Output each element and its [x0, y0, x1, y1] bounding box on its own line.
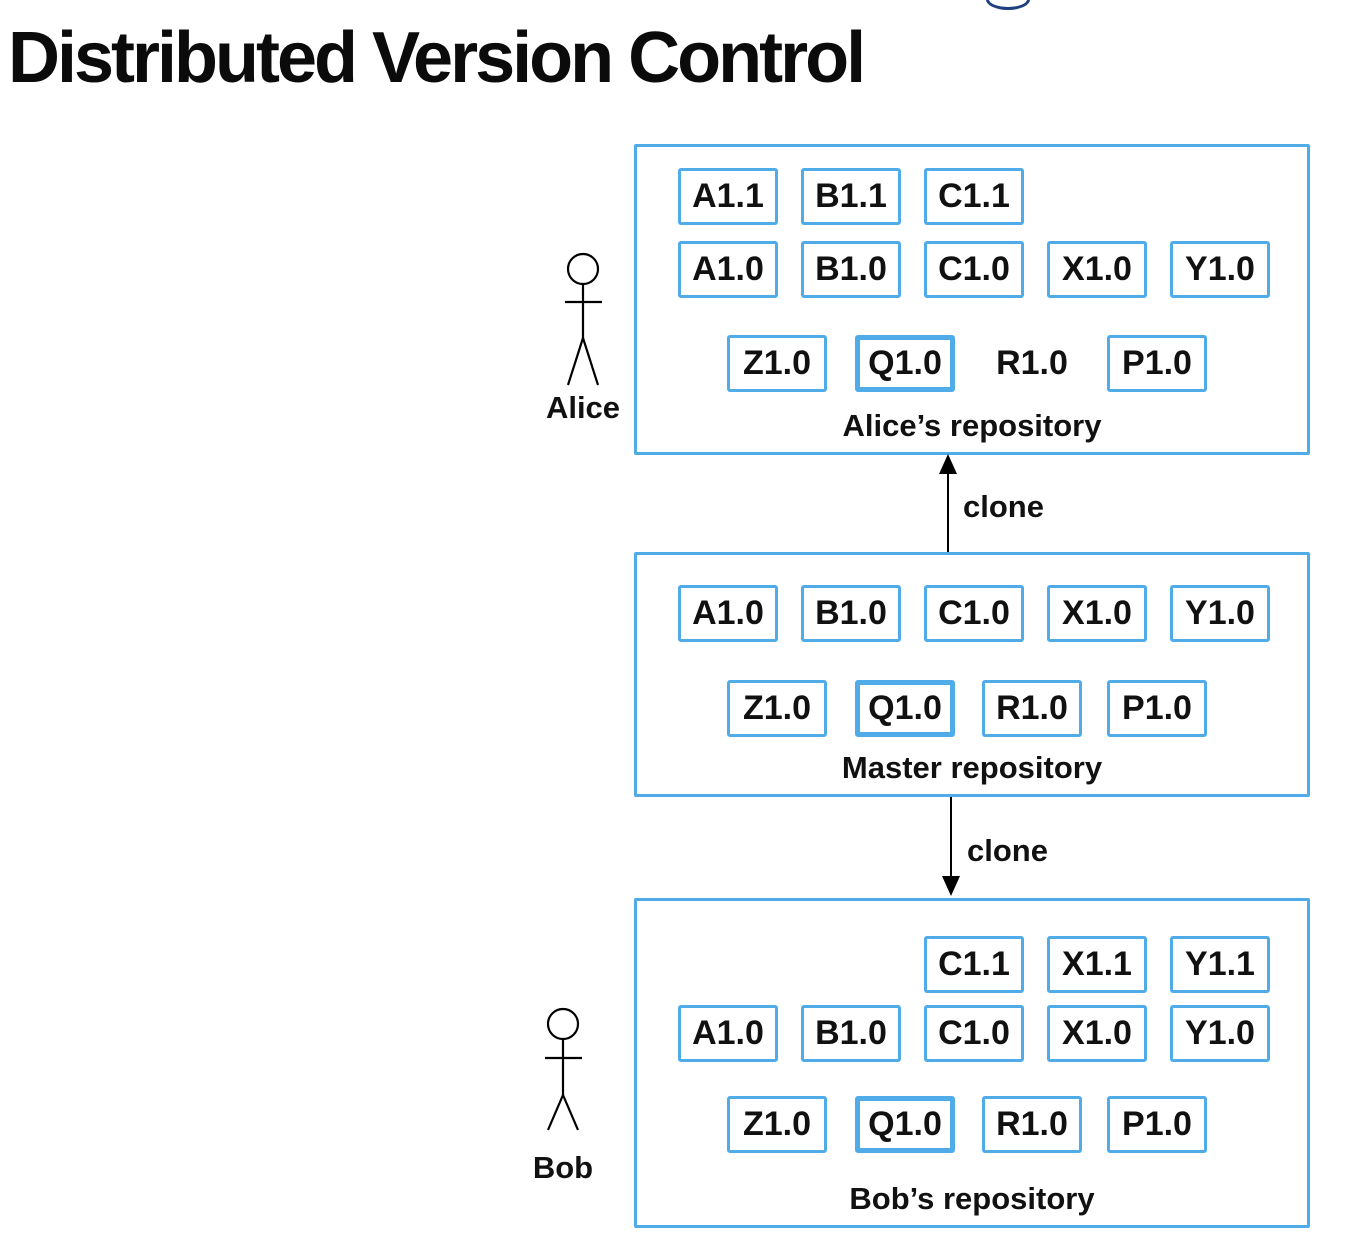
file-box-Y1.0-bob: Y1.0: [1170, 1005, 1270, 1062]
file-box-Z1.0-bob: Z1.0: [727, 1096, 827, 1153]
file-box-A1.0-alice: A1.0: [678, 241, 778, 298]
file-box-C1.0-bob: C1.0: [924, 1005, 1024, 1062]
file-box-C1.0-master: C1.0: [924, 585, 1024, 642]
file-box-B1.0-bob: B1.0: [801, 1005, 901, 1062]
file-box-X1.1-bob: X1.1: [1047, 936, 1147, 993]
clone-label-up: clone: [963, 489, 1044, 524]
alice-repository-label: Alice’s repository: [842, 408, 1102, 443]
alice-stick-figure-icon: [565, 252, 602, 386]
file-box-Z1.0-master: Z1.0: [727, 680, 827, 737]
file-box-R1.0-bob: R1.0: [982, 1096, 1082, 1153]
file-box-C1.1-bob: C1.1: [924, 936, 1024, 993]
bob-repository-label: Bob’s repository: [849, 1181, 1095, 1216]
file-box-A1.0-master: A1.0: [678, 585, 778, 642]
bob-stick-figure-icon: [545, 1007, 582, 1131]
file-box-A1.0-bob: A1.0: [678, 1005, 778, 1062]
clone-arrow-down-head-icon: [942, 876, 960, 896]
clone-arrow-up-line: [947, 471, 949, 552]
file-box-X1.0-master: X1.0: [1047, 585, 1147, 642]
master-repository-label: Master repository: [841, 750, 1103, 785]
file-box-B1.1-alice: B1.1: [801, 168, 901, 225]
file-box-Q1.0-master: Q1.0: [855, 680, 955, 737]
file-box-P1.0-bob: P1.0: [1107, 1096, 1207, 1153]
page-title: Distributed Version Control: [8, 18, 866, 98]
file-box-Q1.0-alice: Q1.0: [855, 335, 955, 392]
clone-arrow-down-line: [950, 797, 952, 878]
actor-label-bob: Bob: [532, 1150, 594, 1185]
clone-arrow-up-head-icon: [939, 454, 957, 474]
file-box-R1.0-master: R1.0: [982, 680, 1082, 737]
file-box-Y1.0-master: Y1.0: [1170, 585, 1270, 642]
file-box-X1.0-bob: X1.0: [1047, 1005, 1147, 1062]
file-box-A1.1-alice: A1.1: [678, 168, 778, 225]
file-box-Y1.0-alice: Y1.0: [1170, 241, 1270, 298]
file-box-P1.0-alice: P1.0: [1107, 335, 1207, 392]
file-box-Q1.0-bob: Q1.0: [855, 1096, 955, 1153]
file-box-B1.0-alice: B1.0: [801, 241, 901, 298]
file-box-X1.0-alice: X1.0: [1047, 241, 1147, 298]
file-box-R1.0-alice: R1.0: [996, 344, 1068, 382]
file-box-Y1.1-bob: Y1.1: [1170, 936, 1270, 993]
clone-label-down: clone: [967, 833, 1048, 868]
actor-label-alice: Alice: [545, 390, 621, 425]
file-box-P1.0-master: P1.0: [1107, 680, 1207, 737]
partial-logo-arc-icon: [986, 0, 1030, 10]
file-box-C1.1-alice: C1.1: [924, 168, 1024, 225]
file-box-Z1.0-alice: Z1.0: [727, 335, 827, 392]
file-box-B1.0-master: B1.0: [801, 585, 901, 642]
file-box-C1.0-alice: C1.0: [924, 241, 1024, 298]
